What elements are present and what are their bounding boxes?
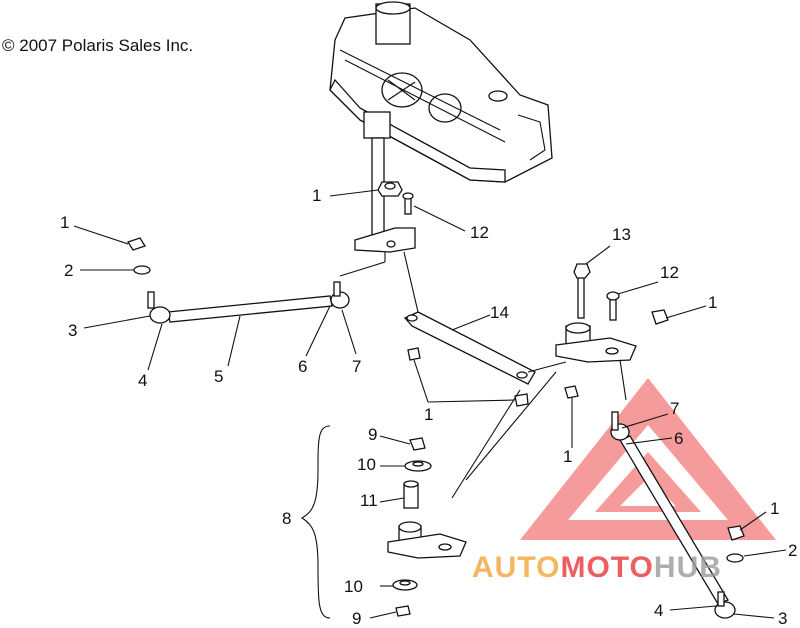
callout-2-left: 2 bbox=[64, 261, 73, 280]
pitman-arm-right bbox=[555, 263, 669, 399]
idler-kit bbox=[387, 437, 467, 617]
tie-rod-left bbox=[127, 237, 350, 324]
callout-1-mid: 1 bbox=[424, 405, 433, 424]
callout-1-right: 1 bbox=[708, 293, 717, 312]
callout-12-right: 12 bbox=[660, 263, 679, 282]
callout-2-bottom-right: 2 bbox=[788, 541, 797, 560]
callout-4-bottom-right: 4 bbox=[654, 601, 663, 620]
callout-1-top: 1 bbox=[312, 186, 321, 205]
callout-3-bottom-right: 3 bbox=[778, 609, 787, 628]
callout-1-left: 1 bbox=[60, 213, 69, 232]
copyright-notice: © 2007 Polaris Sales Inc. bbox=[2, 36, 194, 55]
tie-rod-right bbox=[610, 411, 745, 619]
callout-5: 5 bbox=[214, 367, 223, 386]
callout-1-mid2: 1 bbox=[563, 447, 572, 466]
callout-8: 8 bbox=[282, 509, 291, 528]
frame-assembly bbox=[329, 1, 553, 183]
callout-labels: 1 12 1 2 3 4 5 6 7 14 13 12 1 1 1 7 6 9 … bbox=[60, 186, 797, 628]
callout-7-left: 7 bbox=[352, 357, 361, 376]
watermark-hub: HUB bbox=[654, 551, 722, 584]
watermark-triangle-icon bbox=[520, 378, 776, 540]
callout-7-right: 7 bbox=[670, 399, 679, 418]
callout-4-left: 4 bbox=[138, 371, 147, 390]
drag-link-bar bbox=[403, 311, 536, 407]
callout-13: 13 bbox=[612, 225, 631, 244]
callout-11: 11 bbox=[360, 491, 378, 510]
callout-1-bottom-right: 1 bbox=[770, 499, 779, 518]
callout-3-left: 3 bbox=[68, 321, 77, 340]
watermark-auto: AUTO bbox=[472, 551, 560, 584]
callout-6-left: 6 bbox=[298, 357, 307, 376]
watermark-logo: AUTOMOTOHUB bbox=[472, 551, 722, 584]
callout-9-top: 9 bbox=[368, 425, 377, 444]
callout-9-bottom: 9 bbox=[352, 609, 361, 628]
callout-12-top: 12 bbox=[470, 223, 489, 242]
callout-10-top: 10 bbox=[357, 455, 376, 474]
leader-lines bbox=[73, 189, 787, 619]
callout-10-bottom: 10 bbox=[344, 577, 363, 596]
svg-text:AUTOMOTOHUB: AUTOMOTOHUB bbox=[472, 551, 722, 584]
steering-post bbox=[354, 111, 416, 253]
watermark-moto: MOTO bbox=[560, 551, 653, 584]
callout-14: 14 bbox=[490, 303, 509, 322]
callout-6-right: 6 bbox=[674, 429, 683, 448]
